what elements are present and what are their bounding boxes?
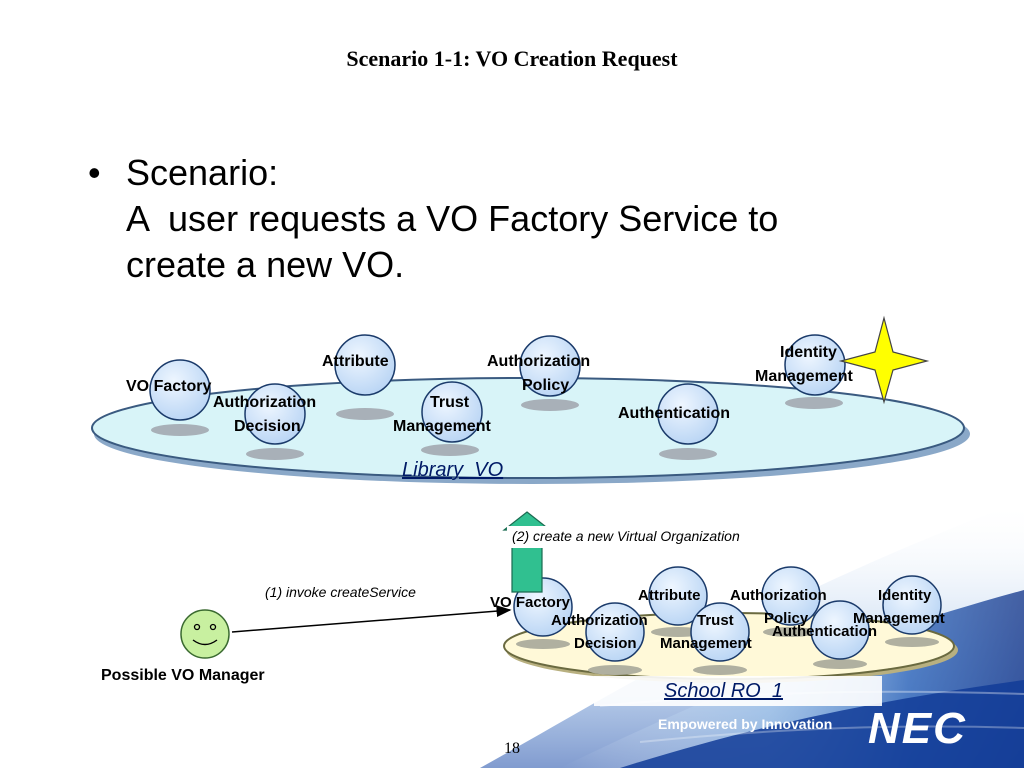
school-authorization-decision-label-2: Decision — [574, 635, 637, 652]
invoke-arrow — [231, 605, 512, 633]
vo-manager-label: Possible VO Manager — [101, 667, 265, 684]
school-ro-name-box — [594, 676, 882, 706]
library-authorization-decision-label-2: Decision — [234, 418, 301, 435]
library-vo-factory-node[interactable] — [149, 359, 211, 421]
school-node-shadows — [516, 627, 939, 675]
invoke-create-service-label: (1) invoke createService — [265, 584, 416, 600]
school-vo-factory-label: VO Factory — [490, 594, 571, 611]
bullet-glyph: • — [88, 152, 101, 193]
school-attribute-node[interactable] — [648, 566, 708, 626]
library-identity-label-1: Identity — [780, 344, 837, 361]
highlight-star-icon — [838, 315, 930, 405]
library-trust-label-1: Trust — [430, 394, 470, 411]
library-authorization-policy-node[interactable] — [519, 335, 581, 397]
slide-title: Scenario 1-1: VO Creation Request — [346, 46, 678, 71]
library-authorization-policy-label-2: Policy — [522, 377, 570, 394]
footer-slogan: Empowered by Innovation — [658, 716, 833, 732]
bullet-line-2: A user requests a VO Factory Service to — [126, 198, 779, 239]
library-nodes — [149, 334, 846, 445]
school-trust-label-2: Management — [660, 635, 752, 652]
school-identity-label-1: Identity — [878, 587, 932, 604]
school-authorization-policy-node[interactable] — [761, 566, 821, 626]
school-identity-label-2: Management — [853, 610, 945, 627]
school-authentication-label: Authentication — [772, 623, 877, 640]
library-authentication-node[interactable] — [657, 383, 719, 445]
library-vo-factory-label: VO Factory — [126, 378, 212, 395]
school-authorization-policy-label-1: Authorization — [730, 587, 827, 604]
school-authorization-decision-node[interactable] — [585, 602, 645, 662]
bullet-text: Scenario: A user requests a VO Factory S… — [126, 150, 946, 288]
library-identity-management-node[interactable] — [784, 334, 846, 396]
library-authorization-decision-label-1: Authorization — [213, 394, 317, 411]
nec-logo: NEC — [868, 704, 967, 753]
library-identity-label-2: Management — [755, 368, 853, 385]
vo-manager-smiley-icon[interactable] — [180, 609, 230, 659]
library-trust-label-2: Management — [393, 418, 491, 435]
library-trust-management-node[interactable] — [421, 381, 483, 443]
school-trust-management-node[interactable] — [690, 602, 750, 662]
school-trust-label-1: Trust — [697, 612, 734, 629]
create-new-vo-label: (2) create a new Virtual Organization — [512, 528, 740, 544]
page-number: 18 — [504, 740, 520, 757]
library-attribute-node[interactable] — [334, 334, 396, 396]
invoke-label-box — [260, 582, 456, 604]
school-authorization-policy-label-2: Policy — [764, 610, 809, 627]
library-authentication-label: Authentication — [618, 405, 730, 422]
bullet-heading: Scenario: — [126, 152, 279, 193]
library-attribute-label: Attribute — [322, 353, 389, 370]
library-authorization-decision-node[interactable] — [244, 383, 306, 445]
school-nodes — [513, 566, 942, 662]
school-authorization-decision-label-1: Authorization — [551, 612, 648, 629]
school-ro-name: School RO_1 — [664, 680, 783, 702]
library-node-shadows — [151, 397, 843, 460]
create-label-box — [507, 526, 797, 548]
school-attribute-label: Attribute — [638, 587, 701, 604]
library-vo-name: Library VO — [402, 459, 504, 481]
library-authorization-policy-label-1: Authorization — [487, 353, 591, 370]
library-vo-platform — [91, 377, 970, 484]
school-identity-management-node[interactable] — [882, 575, 942, 635]
bullet-line-3: create a new VO. — [126, 244, 405, 285]
school-authentication-node[interactable] — [810, 600, 870, 660]
